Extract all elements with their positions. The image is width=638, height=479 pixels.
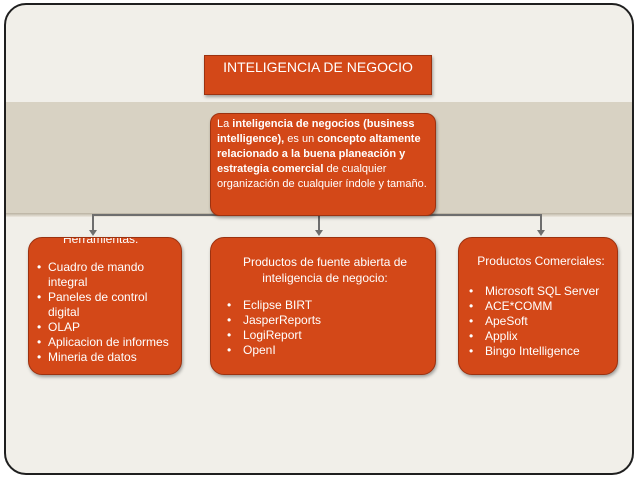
list-item: Applix bbox=[467, 329, 599, 344]
tools-box: Herramientas: Cuadro de mando integral P… bbox=[28, 237, 182, 375]
list-item: Microsoft SQL Server bbox=[467, 284, 599, 299]
arrow-right-icon bbox=[537, 230, 545, 236]
connector-right bbox=[540, 214, 542, 231]
list-item: Cuadro de mando integral bbox=[35, 260, 175, 290]
list-item: Paneles de control digital bbox=[35, 290, 175, 320]
arrow-left-icon bbox=[89, 230, 97, 236]
commercial-heading: Productos Comerciales: bbox=[477, 254, 605, 268]
list-item: JasperReports bbox=[225, 313, 321, 328]
title-box: INTELIGENCIA DE NEGOCIO bbox=[204, 55, 432, 95]
open-source-box: Productos de fuente abierta de inteligen… bbox=[210, 237, 436, 375]
list-item: OLAP bbox=[35, 320, 175, 335]
list-item: Bingo Intelligence bbox=[467, 344, 599, 359]
open-source-heading: Productos de fuente abierta de inteligen… bbox=[242, 255, 408, 285]
open-source-list: Eclipse BIRT JasperReports LogiReport Op… bbox=[225, 298, 321, 358]
definition-bold-2: concepto altamente relacionado a la buen… bbox=[217, 133, 421, 175]
definition-box: La inteligencia de negocios (business in… bbox=[210, 113, 436, 216]
definition-text-3: de cualquier organización de cualquier í… bbox=[217, 163, 427, 190]
list-item: Mineria de datos bbox=[35, 350, 175, 365]
tools-list: Cuadro de mando integral Paneles de cont… bbox=[35, 260, 175, 365]
connector-left bbox=[92, 214, 94, 231]
slide: INTELIGENCIA DE NEGOCIO La inteligencia … bbox=[4, 3, 634, 475]
tools-heading: Herramientas: bbox=[63, 237, 139, 246]
arrow-center-icon bbox=[315, 230, 323, 236]
commercial-box: Productos Comerciales: Microsoft SQL Ser… bbox=[458, 237, 618, 375]
list-item: Aplicacion de informes bbox=[35, 335, 175, 350]
title-text: INTELIGENCIA DE NEGOCIO bbox=[223, 59, 413, 75]
list-item: Eclipse BIRT bbox=[225, 298, 321, 313]
list-item: LogiReport bbox=[225, 328, 321, 343]
definition-bold-1: inteligencia de negocios (business intel… bbox=[217, 118, 415, 145]
definition-text-1: La bbox=[217, 118, 233, 130]
list-item: OpenI bbox=[225, 343, 321, 358]
list-item: ACE*COMM bbox=[467, 299, 599, 314]
commercial-list: Microsoft SQL Server ACE*COMM ApeSoft Ap… bbox=[467, 284, 599, 359]
definition-text-2: es un bbox=[284, 133, 318, 145]
connector-center bbox=[318, 214, 320, 231]
list-item: ApeSoft bbox=[467, 314, 599, 329]
